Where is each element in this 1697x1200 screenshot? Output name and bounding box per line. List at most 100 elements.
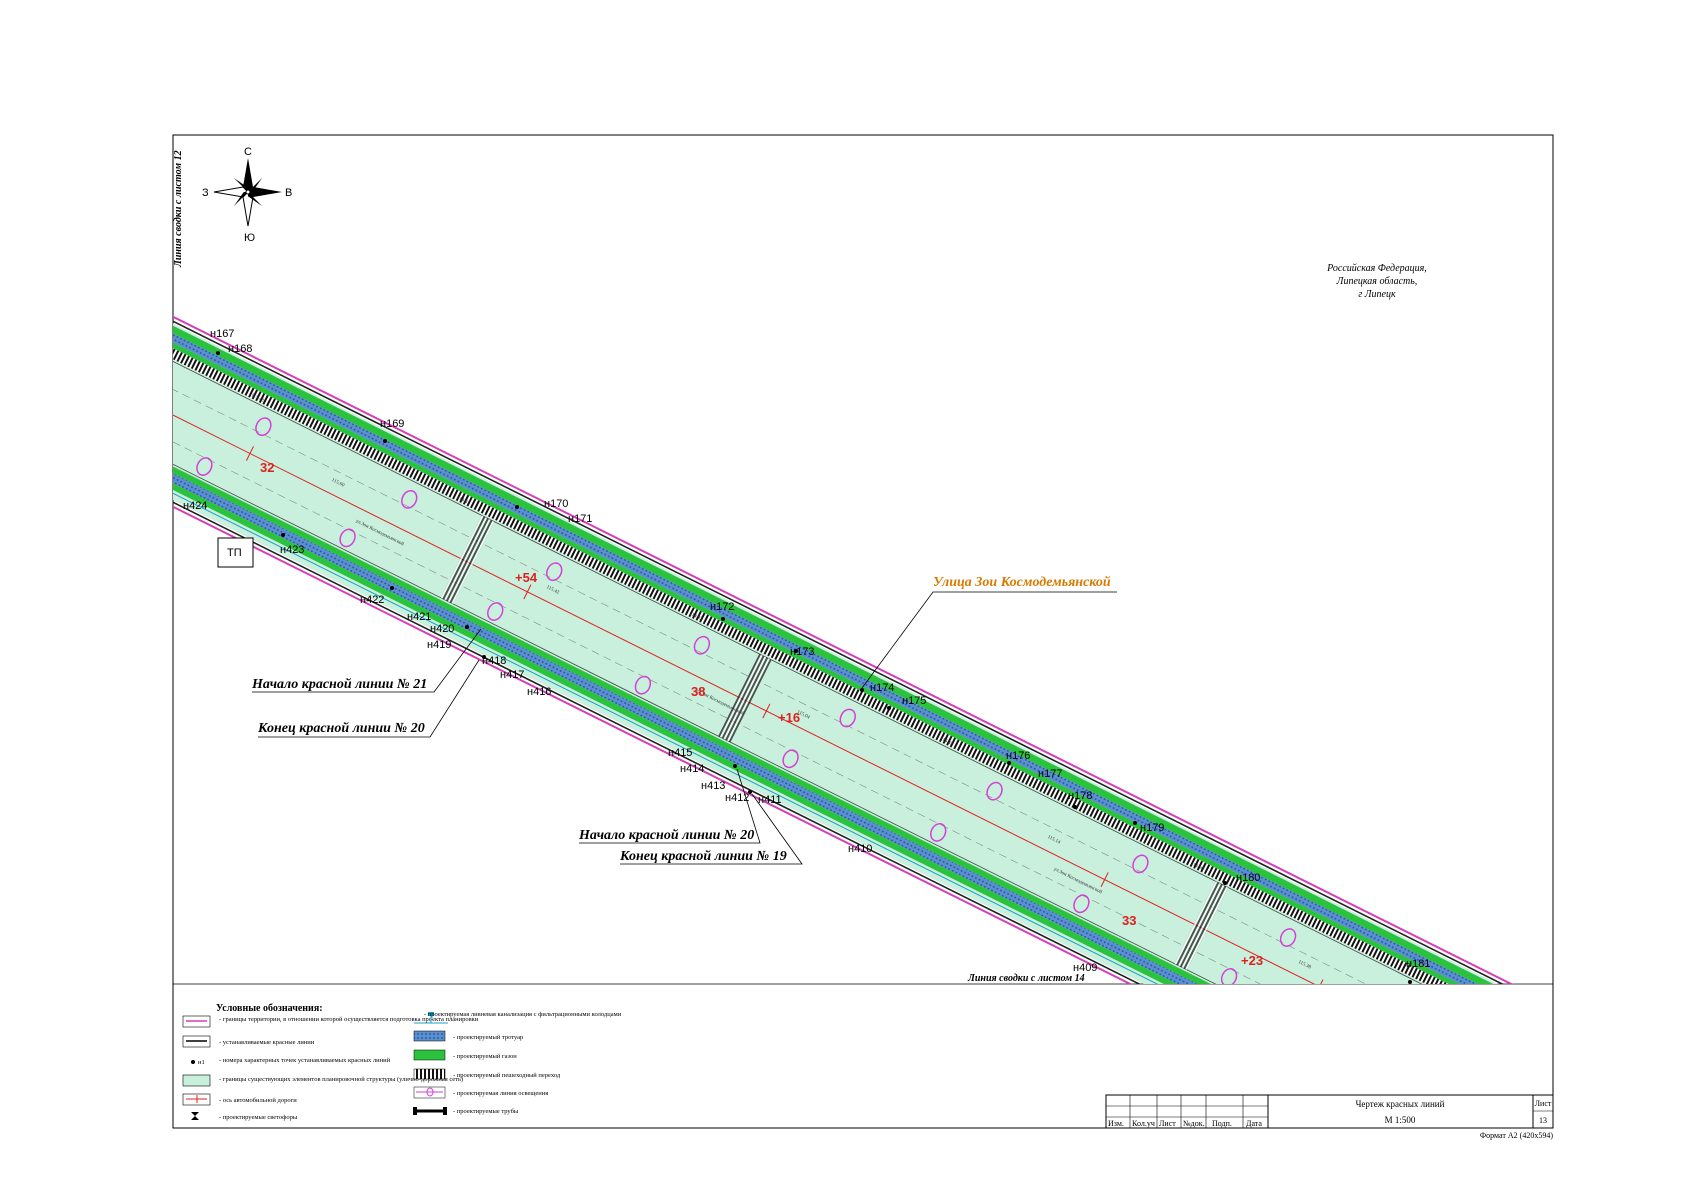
point-н181: н181 [1406,958,1430,970]
point-н168: н168 [228,343,252,355]
legend-item-pipes: - проектируемые трубы [453,1108,519,1115]
svg-text:115.14: 115.14 [1046,835,1061,846]
point-н169: н169 [380,418,404,430]
legend-symbol-lawn [413,1049,446,1061]
legend-symbol-street-network [182,1074,211,1087]
point-labels-bottom: н424 н423 н422 н421 н420 н419 н418 н417 … [183,500,1097,974]
legend-item-boundary: - границы территории, в отношении которо… [219,1016,479,1023]
point-н411: н411 [758,794,782,806]
point-н172: н172 [710,601,734,613]
legend-item-axis: - ось автомобильной дороги [219,1097,297,1104]
stamp-col-koluch: Кол.уч [1132,1119,1155,1128]
legend-symbol-crossing [413,1068,446,1080]
point-н179: н179 [1140,822,1164,834]
red-line-annotations: Начало красной линии № 21 Конец красной … [251,628,803,865]
legend-symbol-point [191,1060,195,1064]
carriageway-lane-bottom [173,343,1553,984]
point-н415: н415 [668,747,692,759]
legend-item-red-lines: - устанавливаемые красные линии [219,1039,315,1046]
carriageway-edge-top [173,278,1553,984]
compass-north: С [244,146,252,158]
transformer-label: ТП [227,547,242,559]
chainage-ticks [245,446,1324,984]
compass-west: З [202,187,209,199]
svg-text:114.8: 114.8 [456,496,469,506]
road-axis [173,321,1553,984]
stamp-col-podp: Подп. [1212,1119,1232,1128]
svg-text:114.50: 114.50 [1190,862,1205,873]
legend-item-points: - номера характерных точек устанавливаем… [219,1057,391,1064]
point-н414: н414 [680,763,704,775]
point-н167: н167 [210,328,234,340]
sheet-format: Формат А2 (420х594) [1480,1131,1553,1140]
title-block: Изм. Кол.уч Лист №док. Подп. Дата Чертеж… [1105,1094,1554,1129]
storm-sewer [173,384,1553,984]
annotation-end-19: Конец красной линии № 19 [619,849,787,864]
storm-sewer-icon [414,1012,448,1024]
chainage-33: 33 [1122,913,1136,928]
stamp-title: Чертеж красных линий [1356,1099,1445,1109]
carriageway-lane-top [173,301,1553,984]
svg-text:115.60: 115.60 [331,478,346,489]
point-н174: н174 [870,682,894,694]
point-н417: н417 [500,669,524,681]
svg-text:115.43: 115.43 [250,393,265,404]
legend-symbol-red-lines [182,1035,211,1048]
match-line-left: Линия сводки с листом 12 [173,150,184,268]
annotation-start-20: Начало красной линии № 20 [578,828,754,843]
planning-boundary-bottom [173,394,1553,984]
planning-boundary-top [173,242,1553,984]
point-н177: н177 [1038,768,1062,780]
point-н176: н176 [1006,750,1030,762]
chainage-54: +54 [515,570,538,585]
chainage-labels: 32 +54 +16 +23 33 38 [260,460,1263,968]
point-н175: н175 [902,695,926,707]
region-line-1: Российская Федерация, [1326,263,1427,274]
point-н416: н416 [527,686,551,698]
pipe-icon [413,1107,447,1115]
svg-text:115.38: 115.38 [1297,960,1312,971]
red-line-top [173,245,1553,984]
point-н410: н410 [848,843,872,855]
legend-point-symbol: н1 [198,1059,205,1066]
point-н413: н413 [701,780,725,792]
legend-symbol-lighting [413,1086,446,1099]
point-н424: н424 [183,500,207,512]
stamp-col-izm: Изм. [1108,1119,1124,1128]
red-line-bottom [173,390,1553,984]
street-name-label: Улица Зои Космодемьянской [933,575,1111,590]
lawn-bottom-outer [173,376,1553,984]
point-н423: н423 [280,544,304,556]
street-network-area [173,248,1553,984]
chainage-32: 32 [260,460,274,475]
point-н422: н422 [360,594,384,606]
pedestrian-crossings [440,515,1229,970]
point-н178: н178 [1068,790,1092,802]
annotation-end-20: Конец красной линии № 20 [257,721,425,736]
point-н420: н420 [430,623,454,635]
legend-item-sidewalk: - проектируемый тротуар [453,1034,523,1041]
match-line-bottom: Линия сводки с листом 14 [967,973,1085,984]
chainage-23: +23 [1241,953,1263,968]
hatch-strip [173,268,1553,984]
svg-text:115.04: 115.04 [796,710,811,721]
legend-item-lighting: - проектируемая линия освещения [453,1090,548,1097]
chainage-38: 38 [691,684,705,699]
svg-text:114.93: 114.93 [688,612,703,623]
lawn-top-inner [173,263,1553,984]
legend-item-traffic-lights: - проектируемые светофоры [219,1114,298,1121]
stamp-col-data: Дата [1246,1119,1262,1128]
stamp-sheet-number: 13 [1539,1116,1547,1125]
transformer-station: ТП [217,537,254,568]
legend-title: Условные обозначения: [216,1003,323,1014]
legend-symbol-boundary [182,1015,211,1028]
svg-text:114.45: 114.45 [939,737,954,748]
point-н409: н409 [1073,962,1097,974]
legend: Условные обозначения: - границы территор… [182,1003,622,1121]
sidewalk-top [173,256,1553,984]
points-top [216,351,1412,984]
point-н171: н171 [568,513,592,525]
point-н421: н421 [407,611,431,623]
traffic-light-icon [191,1112,199,1120]
